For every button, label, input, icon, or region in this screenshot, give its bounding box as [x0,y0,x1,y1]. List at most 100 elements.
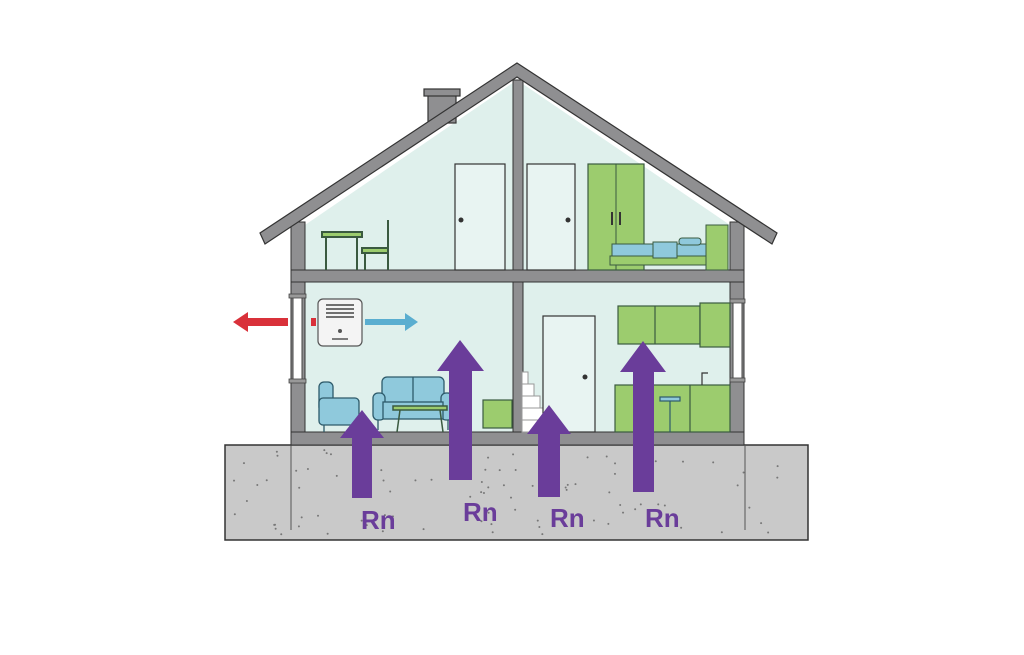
concrete-speckle [614,462,617,465]
concrete-speckle [748,506,751,509]
concrete-speckle [541,533,544,536]
concrete-speckle [274,527,277,530]
concrete-speckle [712,461,715,464]
concrete-speckle [512,453,515,456]
concrete-speckle [430,478,433,481]
coffee-table [392,405,448,433]
concrete-speckle [564,486,567,489]
concrete-speckle [381,530,384,533]
concrete-speckle [326,532,329,535]
concrete-speckle [480,520,483,523]
concrete-speckle [256,484,259,487]
concrete-speckle [383,514,386,517]
concrete-speckle [565,488,568,491]
supply-air-arrow [365,313,418,331]
concrete-speckle [490,523,493,526]
radon-label-2: Rn [463,497,498,527]
concrete-speckle [619,503,622,506]
concrete-speckle [325,452,328,455]
concrete-speckle [480,481,483,484]
concrete-speckle [681,460,684,463]
concrete-speckle [622,511,625,514]
concrete-speckle [514,508,517,511]
bed [609,224,729,271]
door-upper-right [526,163,576,271]
concrete-speckle [776,465,779,468]
radon-label-4: Rn [645,503,680,533]
ventilation-unit [317,298,363,347]
concrete-speckle [742,471,745,474]
concrete-speckle [306,468,309,471]
radon-arrow-2 [437,340,484,480]
concrete-speckle [592,519,595,522]
concrete-speckle [736,484,739,487]
concrete-speckle [514,468,517,471]
concrete-speckle [280,533,283,536]
concrete-speckle [531,484,534,487]
radon-arrow-3 [527,405,571,497]
concrete-speckle [586,456,589,459]
radon-arrow-1 [340,410,384,498]
concrete-speckle [608,491,611,494]
concrete-speckle [469,495,472,498]
concrete-speckle [329,453,332,456]
exhaust-arrow [233,312,316,332]
concrete-speckle [298,486,301,489]
concrete-speckle [233,479,236,482]
concrete-speckle [657,503,660,506]
concrete-speckle [536,519,539,522]
concrete-speckle [245,500,248,503]
concrete-speckle [382,479,385,482]
window-left [288,293,307,384]
concrete-speckle [502,484,505,487]
concrete-speckle [295,469,298,472]
concrete-speckle [760,522,763,525]
concrete-speckle [680,526,683,529]
concrete-speckle [634,508,637,511]
ground-slab [224,444,809,541]
concrete-speckle [607,522,610,525]
upper-floor [290,269,745,283]
concrete-speckle [276,454,279,457]
concrete-speckle [605,455,608,458]
concrete-speckle [300,516,303,519]
ground-floor [290,431,745,446]
radon-arrow-4 [620,341,666,492]
concrete-speckle [487,456,490,459]
concrete-speckle [275,450,278,453]
concrete-speckle [389,490,392,493]
concrete-speckle [484,468,487,471]
concrete-speckle [487,486,490,489]
side-table [482,399,513,429]
concrete-speckle [265,479,268,482]
concrete-speckle [380,469,383,472]
radon-label-1: Rn [361,505,396,535]
concrete-speckle [422,528,425,531]
concrete-speckle [613,472,616,475]
table-and-chair [321,220,389,270]
concrete-speckle [360,519,363,522]
concrete-speckle [273,523,276,526]
roof [259,62,778,245]
concrete-speckle [365,524,368,527]
radon-label-3: Rn [550,503,585,533]
concrete-speckle [776,476,779,479]
concrete-speckle [639,503,642,506]
concrete-speckle [317,514,320,517]
concrete-speckle [323,449,326,452]
concrete-speckle [720,531,723,534]
concrete-speckle [491,531,494,534]
concrete-speckle [663,504,666,507]
concrete-speckle [335,474,338,477]
concrete-speckle [767,531,770,534]
door-upper-left [454,163,506,271]
concrete-speckle [574,483,577,486]
concrete-speckle [414,479,417,482]
concrete-speckle [297,525,300,528]
concrete-speckle [498,469,501,472]
concrete-speckle [566,483,569,486]
concrete-speckle [510,496,513,499]
armchair [318,381,360,432]
concrete-speckle [487,511,490,514]
